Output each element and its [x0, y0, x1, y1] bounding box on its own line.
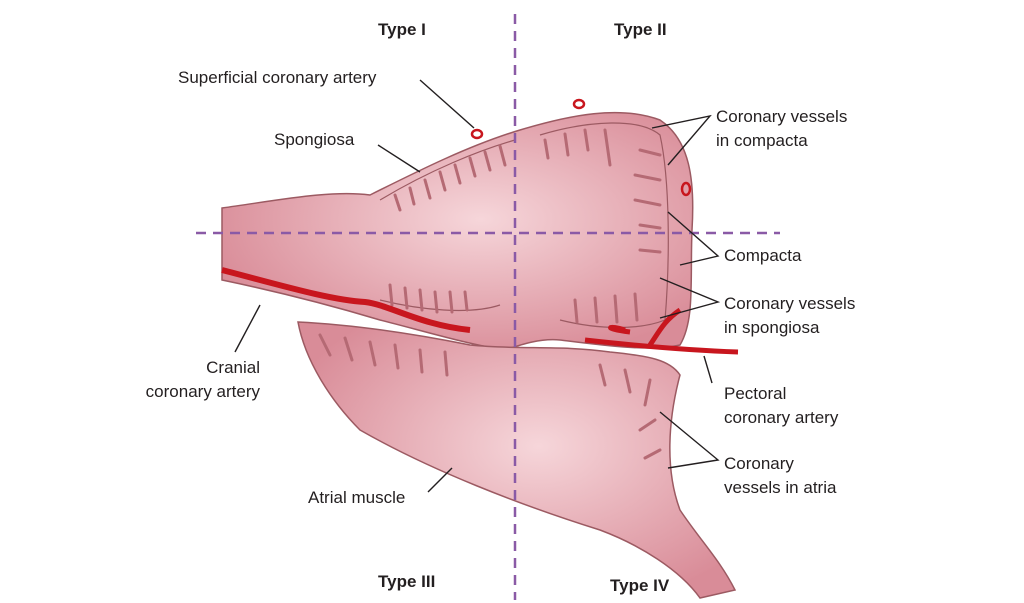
compacta-label: Compacta — [724, 246, 802, 265]
cranial-coronary-artery — [221, 267, 471, 333]
type-2-label: Type II — [614, 20, 667, 39]
label-line: vessels in atria — [724, 478, 837, 497]
label-line: Coronary vessels — [716, 107, 848, 126]
label-line: coronary artery — [145, 382, 260, 401]
atrial-muscle-label: Atrial muscle — [308, 488, 406, 507]
cranial-coronary-artery-label: Cranial coronary artery — [120, 356, 260, 404]
atria-vessels-label: Coronary vessels in atria — [724, 452, 836, 500]
superficial-artery-1 — [470, 128, 484, 140]
atrial-muscle-ridges — [318, 333, 662, 460]
label-line: in compacta — [716, 131, 808, 150]
label-line: Pectoral — [724, 384, 787, 403]
type-3-label: Type III — [378, 572, 436, 591]
compacta-vessels-label: Coronary vessels in compacta — [716, 105, 847, 153]
label-line: Cranial — [206, 358, 260, 377]
label-line: Coronary — [724, 454, 794, 473]
label-line: Coronary vessels — [724, 294, 856, 313]
spongiosa-trabeculae — [379, 122, 669, 329]
spongiosa-vessels-label: Coronary vessels in spongiosa — [724, 292, 855, 340]
pectoral-coronary-artery-label: Pectoral coronary artery — [724, 382, 838, 430]
leader-lines — [234, 79, 721, 493]
label-line: in spongiosa — [724, 318, 820, 337]
atrium-tissue — [297, 321, 737, 599]
superficial-artery-3 — [680, 181, 692, 197]
type-4-label: Type IV — [610, 576, 670, 595]
type-1-label: Type I — [378, 20, 426, 39]
spongiosa-label: Spongiosa — [274, 130, 355, 149]
superficial-artery-2 — [572, 98, 586, 110]
trabeculae-ridges — [388, 128, 662, 324]
pectoral-coronary-artery — [584, 307, 739, 355]
ventricle-tissue — [221, 111, 694, 351]
label-line: coronary artery — [724, 408, 839, 427]
superficial-coronary-artery-label: Superficial coronary artery — [178, 68, 377, 87]
